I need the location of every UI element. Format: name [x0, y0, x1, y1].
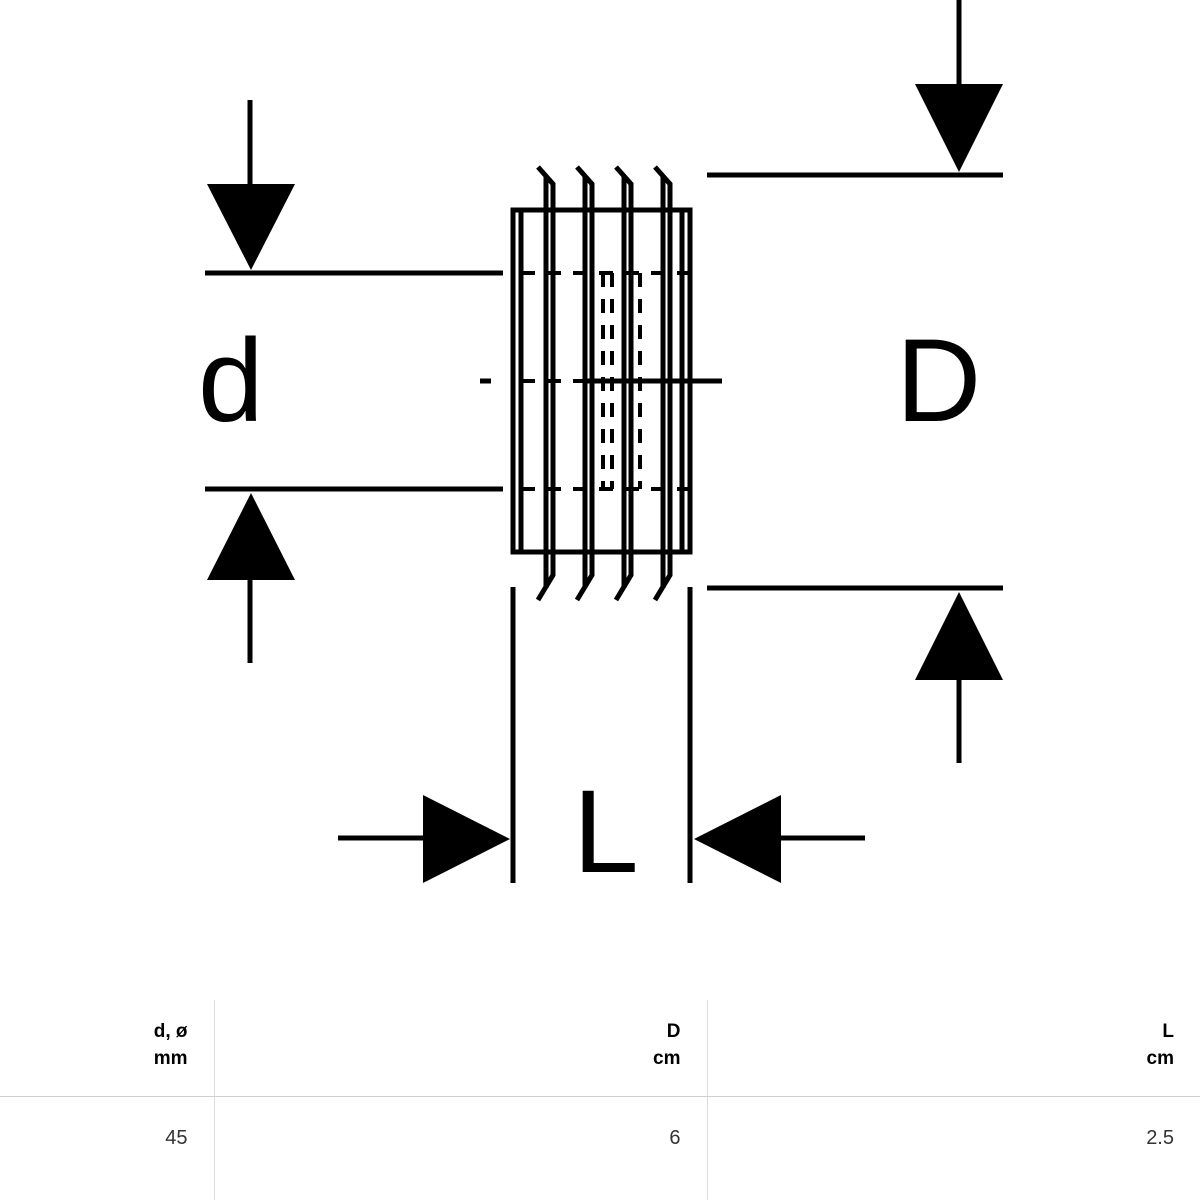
header-d-unit: mm — [153, 1048, 188, 1069]
header-L: L cm — [706, 1000, 1200, 1097]
d-arrowhead-down — [207, 184, 295, 270]
table-header-row: d, ø mm D cm L cm — [0, 1000, 1200, 1097]
header-D: D cm — [213, 1000, 707, 1097]
hidden-bore-lines — [521, 271, 690, 491]
dimension-label-d: d — [198, 315, 264, 447]
header-L-symbol: L — [1162, 1021, 1174, 1042]
L-arrowhead-left — [694, 795, 781, 883]
cell-d-value: 45 — [165, 1126, 188, 1149]
table-row: 45 6 2.5 — [0, 1096, 1200, 1200]
header-L-unit: cm — [1146, 1048, 1174, 1069]
D-arrowhead-down — [915, 84, 1003, 172]
header-d: d, ø mm — [0, 1000, 214, 1097]
header-d-symbol: d, ø — [153, 1021, 188, 1042]
dimension-table: d, ø mm D cm L cm 45 6 2.5 — [0, 1000, 1200, 1200]
dimension-label-D: D — [896, 315, 981, 447]
L-arrowhead-right — [423, 795, 510, 883]
dimension-label-L: L — [573, 766, 639, 898]
cell-D-value: 6 — [213, 1096, 707, 1200]
cell-L-value: 2.5 — [706, 1096, 1200, 1200]
fitting-dimension-drawing: d D L — [198, 0, 1003, 898]
header-D-unit: cm — [653, 1048, 681, 1069]
D-arrowhead-up — [915, 592, 1003, 680]
d-arrowhead-up — [207, 493, 295, 580]
header-D-symbol: D — [666, 1021, 681, 1042]
